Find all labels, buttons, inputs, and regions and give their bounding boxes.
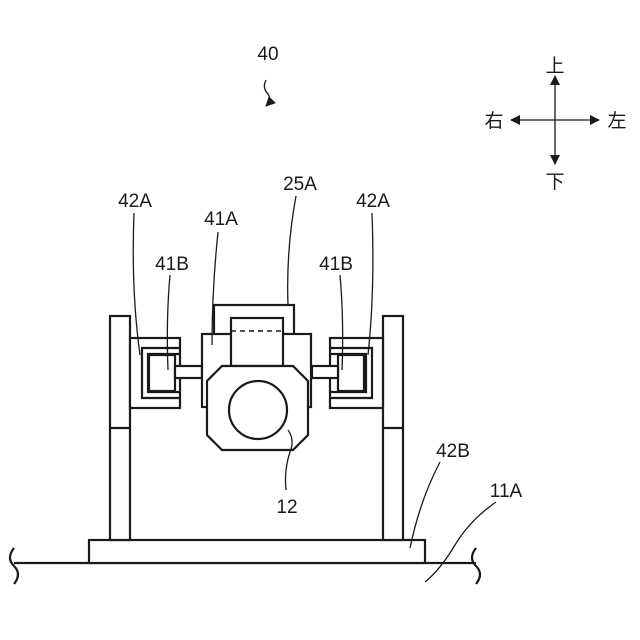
left-upright (110, 316, 130, 540)
right-upright (383, 316, 403, 540)
left-bearing (142, 348, 202, 398)
direction-compass: 上 下 右 左 (484, 55, 626, 193)
label-bracket-right: 42A (356, 191, 390, 212)
motor (207, 366, 308, 450)
label-motor: 12 (276, 497, 297, 518)
label-top-block: 25A (283, 174, 317, 195)
label-base-plate: 42B (436, 441, 470, 462)
direction-right-label: 右 (484, 110, 503, 132)
base-plate (89, 540, 425, 563)
device-number-label: 40 (257, 44, 278, 65)
label-bearing-right: 41B (319, 254, 353, 275)
device-number-arrow (264, 80, 269, 106)
direction-down-label: 下 (545, 171, 564, 193)
label-floor: 11A (490, 481, 523, 502)
label-bracket-left: 42A (118, 191, 152, 212)
label-motor-bracket: 41A (204, 209, 238, 230)
inner-block (231, 318, 283, 366)
label-bearing-left: 41B (155, 254, 189, 275)
motor-shaft-circle (229, 381, 287, 439)
direction-up-label: 上 (545, 55, 564, 77)
direction-left-label: 左 (607, 110, 626, 132)
